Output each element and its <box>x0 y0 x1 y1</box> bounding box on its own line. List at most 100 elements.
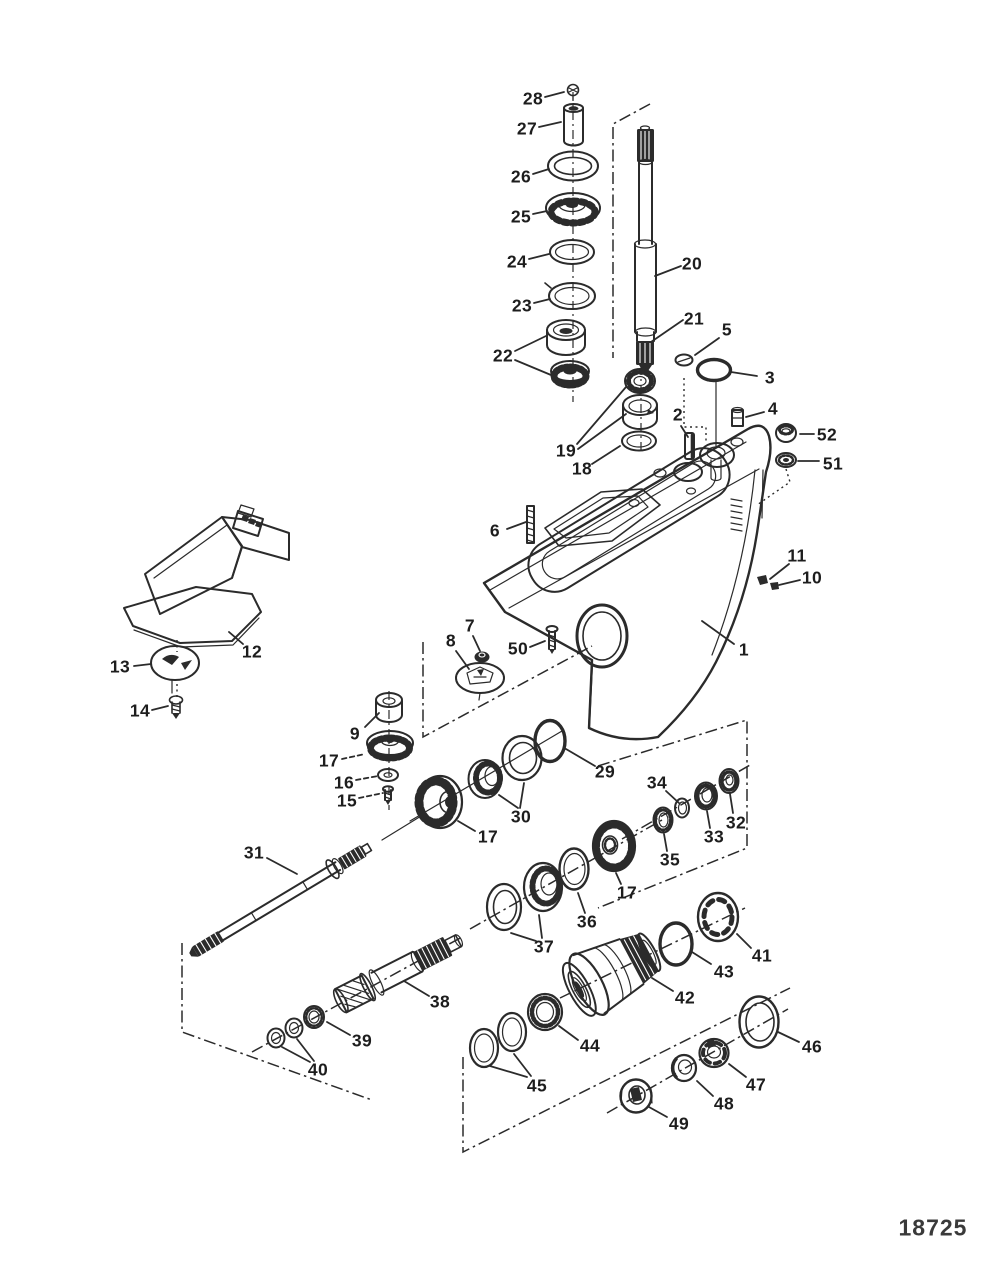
leader-line-9 <box>364 712 380 728</box>
leader-line-50 <box>529 640 546 648</box>
callout-17: 17 <box>477 826 499 847</box>
callout-11: 11 <box>787 545 807 566</box>
callout-49: 49 <box>668 1113 690 1134</box>
callout-6: 6 <box>489 520 501 541</box>
leader-line-49 <box>648 1106 668 1118</box>
housing-rib-ticks <box>730 498 743 532</box>
callout-18: 18 <box>571 458 593 479</box>
nut-52 <box>775 423 797 443</box>
leader-line-37 <box>510 932 537 942</box>
nut-49 <box>619 1078 653 1114</box>
callout-17: 17 <box>318 750 340 771</box>
callout-26: 26 <box>510 166 532 187</box>
leader-line-28 <box>544 91 565 98</box>
sleeve-19 <box>622 394 658 430</box>
shaft-sleeve-38 <box>332 934 464 1014</box>
leader-line-18 <box>591 445 621 465</box>
pin-2 <box>684 432 695 460</box>
gear-22 <box>550 360 590 389</box>
leader-line-29 <box>565 748 596 767</box>
driveshaft-stack <box>544 83 658 452</box>
leader-line-17 <box>341 753 366 760</box>
leader-line-25 <box>532 210 548 215</box>
o-ring-3 <box>695 357 733 383</box>
leader-line-46 <box>777 1031 800 1043</box>
callout-45: 45 <box>526 1075 548 1096</box>
gear-housing-body <box>482 424 772 741</box>
callout-42: 42 <box>674 987 696 1008</box>
leader-line-43 <box>691 951 712 965</box>
locknut-47 <box>698 1037 730 1069</box>
callout-41: 41 <box>751 945 773 966</box>
leader-line-22 <box>514 335 547 352</box>
leader-line-11 <box>769 563 790 580</box>
leader-line-19 <box>577 413 627 450</box>
callout-12: 12 <box>241 641 263 662</box>
nut-7 <box>474 651 490 663</box>
washer-16 <box>377 768 399 782</box>
callout-19: 19 <box>555 440 577 461</box>
bearing-35 <box>652 806 674 834</box>
callout-44: 44 <box>579 1035 601 1056</box>
callout-10: 10 <box>801 567 823 588</box>
driven-gear-17 <box>591 819 637 873</box>
bearing-19 <box>624 368 656 394</box>
ring-24 <box>549 239 595 265</box>
callout-16: 16 <box>333 772 355 793</box>
ring-18 <box>621 430 657 452</box>
leader-line-14 <box>151 705 169 711</box>
torpedo-bore <box>575 603 629 669</box>
callout-50: 50 <box>507 638 529 659</box>
leader-line-17 <box>615 872 622 885</box>
leader-line-5 <box>694 337 720 356</box>
callout-48: 48 <box>713 1093 735 1114</box>
callout-37: 37 <box>533 936 555 957</box>
bearing-39 <box>303 1005 325 1029</box>
impeller-25 <box>545 192 601 227</box>
trim-tab-anode <box>123 504 290 648</box>
leader-line-21 <box>650 319 684 343</box>
leader-line-35 <box>663 833 668 852</box>
drawing-number: 18725 <box>898 1214 968 1241</box>
leader-line-27 <box>538 121 562 128</box>
ring-36 <box>558 847 590 891</box>
leader-line-22 <box>514 359 552 376</box>
o-ring-29 <box>533 718 567 764</box>
washer-51 <box>775 452 797 468</box>
driveshaft <box>633 125 657 371</box>
screw-10 <box>770 582 779 590</box>
callout-51: 51 <box>822 453 844 474</box>
leader-line-10 <box>778 579 801 586</box>
leader-line-19 <box>576 386 627 445</box>
leader-line-37 <box>538 914 543 939</box>
leader-line-17 <box>457 820 476 832</box>
washer-48 <box>670 1053 698 1083</box>
oil-seals-45 <box>468 1011 528 1069</box>
leader-line-40 <box>296 1038 315 1062</box>
rings-40 <box>266 1017 304 1049</box>
bearing-33 <box>694 781 718 811</box>
anode-screw <box>168 695 184 719</box>
pinion-gear-17 <box>366 730 414 762</box>
callout-27: 27 <box>516 118 538 139</box>
callout-22: 22 <box>492 345 514 366</box>
leader-line-4 <box>745 411 765 418</box>
bearing-cone-30 <box>467 759 503 799</box>
bearing-cone-37 <box>522 861 564 913</box>
leader-line-8 <box>455 650 470 670</box>
callout-14: 14 <box>129 700 151 721</box>
forward-gear-17 <box>414 774 464 830</box>
callout-21: 21 <box>683 308 705 329</box>
leader-line-38 <box>403 980 430 997</box>
callout-47: 47 <box>745 1074 767 1095</box>
leader-lines <box>133 91 820 1118</box>
needle-bearing-44 <box>526 992 564 1032</box>
callout-38: 38 <box>429 991 451 1012</box>
retainer-32 <box>718 768 740 794</box>
callout-2: 2 <box>672 404 684 425</box>
leader-line-1 <box>701 620 735 645</box>
callout-13: 13 <box>109 656 131 677</box>
callout-28: 28 <box>522 88 544 109</box>
callout-20: 20 <box>681 253 703 274</box>
